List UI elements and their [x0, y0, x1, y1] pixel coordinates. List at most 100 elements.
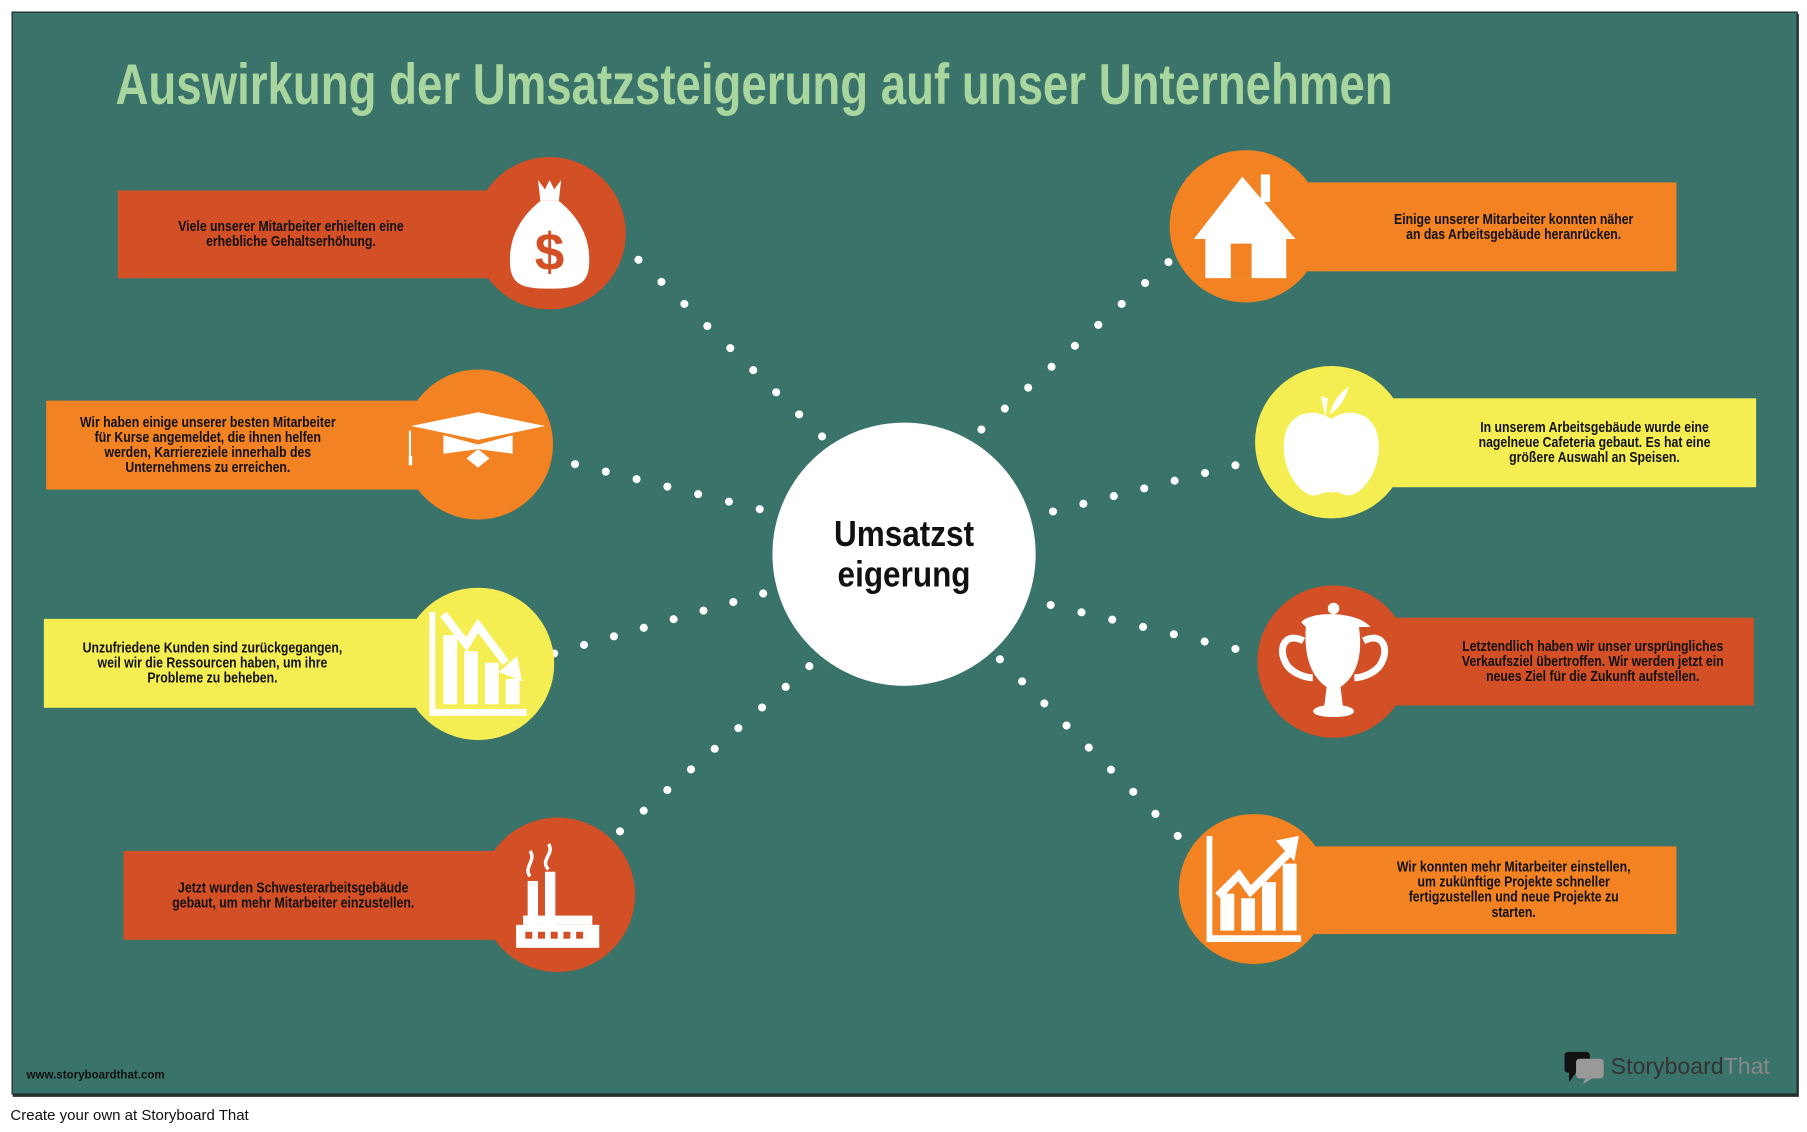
item-circle-3: [401, 587, 555, 741]
item-bar-5: Einige unserer Mitarbeiter konnten näher…: [1281, 182, 1677, 272]
connector-dot: [1117, 299, 1126, 308]
connector-dot: [1062, 721, 1071, 730]
connector-dot: [639, 623, 648, 632]
center-label: Umsatzsteigerung: [834, 513, 975, 595]
graduation-cap-icon: [408, 412, 545, 468]
item-text: Wir haben einige unserer besten Mitarbei…: [80, 413, 336, 476]
connector-dot: [710, 744, 719, 753]
connector-dot: [1018, 677, 1027, 686]
trophy-icon: [1278, 602, 1389, 718]
connector-dot: [781, 682, 790, 691]
connector-dot: [1108, 615, 1117, 624]
item-bar-7: Letztendlich haben wir unser ursprünglic…: [1362, 617, 1754, 706]
connector-dot: [1200, 468, 1210, 478]
connector-dot: [703, 321, 712, 331]
connector-dot: [1079, 499, 1088, 508]
item-circle-2: [402, 369, 554, 520]
connector-dot: [1200, 637, 1209, 646]
connector-dot: [1070, 341, 1079, 350]
speech-bubble-icon: [1564, 1051, 1604, 1085]
connector-dot: [795, 410, 804, 419]
item-text: Jetzt wurden Schwesterarbeitsgebäude geb…: [171, 879, 414, 911]
connector-dot: [1094, 320, 1103, 329]
connector-dot: [1077, 608, 1086, 617]
connector-dot: [1084, 743, 1093, 752]
connector-dot: [1140, 484, 1149, 493]
connector-dot: [1231, 644, 1240, 653]
connector-dot: [1109, 492, 1118, 501]
page-title: Auswirkung der Umsatzsteigerung auf unse…: [115, 51, 1393, 117]
connector-dot: [1169, 630, 1178, 639]
connector-dot: [749, 366, 758, 375]
connector-dot: [995, 655, 1004, 664]
connector-dot: [663, 482, 672, 491]
website-label: www.storyboardthat.com: [26, 1069, 165, 1082]
item-text: Unzufriedene Kunden sind zurückgegangen,…: [82, 639, 343, 686]
item-circle-8: [1178, 813, 1329, 965]
connector-dot: [757, 703, 767, 712]
connector-dot: [726, 344, 735, 353]
item-circle-6: [1255, 366, 1408, 519]
connector-dot: [1141, 278, 1150, 288]
connector-dot: [639, 806, 648, 815]
storyboardthat-logo[interactable]: StoryboardThat: [1564, 1050, 1770, 1085]
connector-dot: [734, 724, 743, 733]
connector-dot: [755, 505, 764, 514]
connector-dot: [601, 467, 610, 476]
svg-text:$: $: [535, 223, 565, 282]
connector-dot: [1170, 476, 1179, 485]
connector-dot: [1046, 600, 1055, 610]
connector-dot: [699, 606, 708, 615]
item-bar-2: Wir haben einige unserer besten Mitarbei…: [46, 400, 462, 490]
apple-icon: [1283, 386, 1379, 496]
item-circle-5: [1169, 150, 1323, 303]
item-text: Viele unserer Mitarbeiter erhielten eine…: [178, 218, 404, 250]
connector-dot: [1000, 404, 1009, 413]
connector-dot: [632, 475, 641, 484]
connector-dot: [1129, 787, 1138, 796]
connector-dot: [1106, 765, 1116, 774]
item-circle-7: [1257, 585, 1410, 738]
connector-dot: [1047, 362, 1056, 371]
chart-down-icon: [429, 611, 527, 716]
connector-dot: [1151, 809, 1160, 818]
item-text: In unserem Arbeitsgebäude wurde eine nag…: [1478, 419, 1710, 466]
create-your-own-link[interactable]: Create your own at Storyboard That: [10, 1106, 249, 1124]
connector-dot: [818, 432, 827, 441]
connector-dot: [663, 785, 672, 795]
connector-dot: [615, 827, 625, 836]
house-icon: [1193, 174, 1296, 279]
logo-text-that: That: [1723, 1053, 1770, 1079]
logo-text-storyboard: Storyboard: [1610, 1053, 1724, 1079]
connector-dot: [1173, 831, 1182, 840]
item-bar-6: In unserem Arbeitsgebäude wurde eine nag…: [1362, 398, 1757, 488]
connector-dot: [805, 662, 814, 671]
item-text: Letztendlich haben wir unser ursprünglic…: [1461, 637, 1724, 685]
item-bar-8: Wir konnten mehr Mitarbeiter einstellen,…: [1281, 846, 1677, 935]
connector-dot: [1048, 507, 1058, 516]
item-text: Wir konnten mehr Mitarbeiter einstellen,…: [1396, 859, 1631, 921]
connector-dot: [657, 277, 666, 286]
connector-dot: [1164, 258, 1173, 267]
connector-dot: [694, 490, 703, 499]
connector-dot: [772, 388, 781, 397]
item-text: Einige unserer Mitarbeiter konnten näher…: [1394, 210, 1634, 242]
connector-dot: [724, 497, 733, 506]
item-bar-4: Jetzt wurden Schwesterarbeitsgebäude geb…: [123, 850, 543, 940]
connector-dot: [570, 460, 580, 469]
item-bar-3: Unzufriedene Kunden sind zurückgegangen,…: [43, 618, 462, 708]
connector-dot: [1040, 699, 1049, 708]
connector-dot: [669, 615, 678, 624]
connector-dot: [1231, 461, 1240, 470]
money-bag-icon: $: [509, 180, 590, 289]
chart-up-icon: [1206, 835, 1302, 943]
factory-icon: [516, 842, 600, 948]
connector-dot: [634, 255, 643, 264]
connector-dot: [580, 640, 589, 649]
item-bar-1: Viele unserer Mitarbeiter erhielten eine…: [117, 190, 534, 279]
connector-dot: [1139, 622, 1148, 631]
center-circle: Umsatzsteigerung: [772, 422, 1036, 686]
item-circle-4: [480, 817, 636, 973]
connector-dot: [759, 589, 768, 598]
